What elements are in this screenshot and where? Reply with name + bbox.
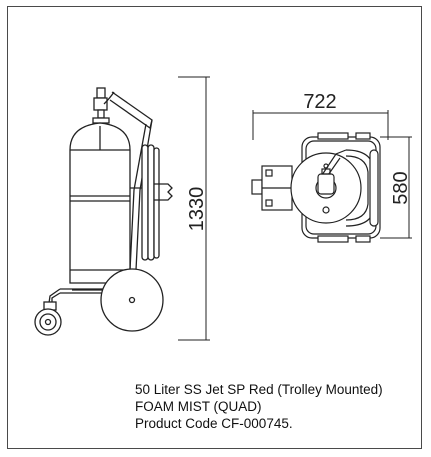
top-view	[251, 132, 381, 243]
depth-dimension	[380, 136, 412, 239]
product-code: Product Code CF-000745.	[135, 416, 293, 431]
product-type: FOAM MIST (QUAD)	[135, 399, 262, 414]
main-wheel	[100, 268, 164, 332]
width-dimension	[252, 110, 389, 140]
hose-reel-top	[319, 149, 379, 227]
drawing-frame	[7, 6, 422, 449]
depth-dimension-label: 580	[390, 171, 412, 204]
height-dimension	[178, 76, 210, 341]
product-caption: 50 Liter SS Jet SP Red (Trolley Mounted)…	[135, 381, 383, 432]
castor-wheel	[34, 301, 62, 336]
outlet-block	[251, 165, 293, 211]
valve-head	[92, 87, 115, 124]
side-view	[34, 87, 173, 336]
cylinder	[69, 122, 131, 284]
width-dimension-label: 722	[303, 91, 336, 113]
height-dimension-label: 1330	[186, 187, 208, 232]
valve-top	[317, 168, 335, 195]
product-name: 50 Liter SS Jet SP Red (Trolley Mounted)	[135, 382, 383, 397]
